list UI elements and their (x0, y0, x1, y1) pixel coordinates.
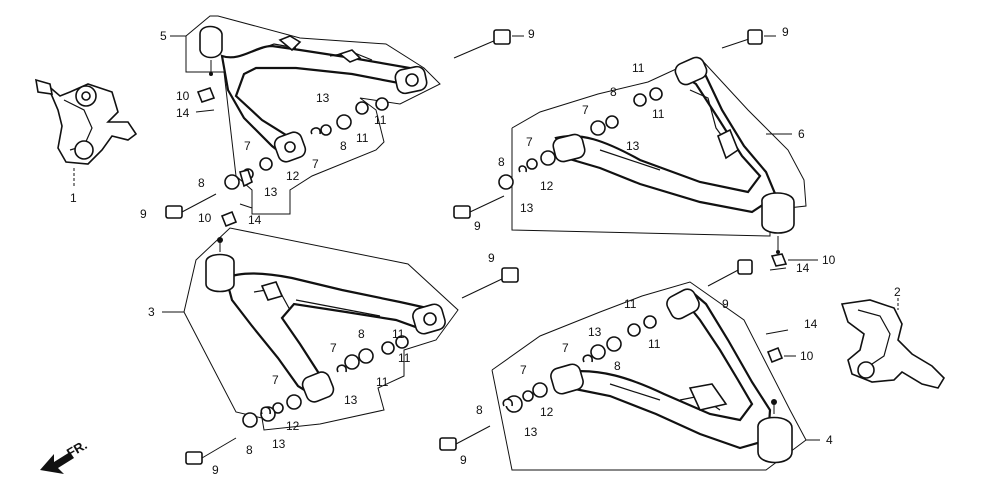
label-11g: 11 (376, 375, 389, 389)
label-10d: 10 (800, 349, 814, 363)
label-11a: 11 (356, 131, 369, 145)
label-9e: 9 (488, 251, 495, 265)
label-9d: 9 (474, 219, 481, 233)
label-7h: 7 (520, 363, 527, 377)
label-7b: 7 (312, 157, 319, 171)
label-7g: 7 (562, 341, 569, 355)
label-11b: 11 (374, 113, 387, 127)
label-9f: 9 (212, 463, 219, 477)
label-12b: 12 (540, 179, 554, 193)
label-part-5: 5 (160, 29, 167, 43)
label-8e: 8 (358, 327, 365, 341)
label-7e: 7 (330, 341, 337, 355)
label-11f: 11 (398, 351, 411, 365)
label-10b: 10 (198, 211, 212, 225)
label-9h: 9 (460, 453, 467, 467)
label-8b: 8 (340, 139, 347, 153)
label-11c: 11 (632, 61, 645, 75)
upper-arm-right (511, 56, 807, 254)
label-10c: 10 (822, 253, 836, 267)
label-13h: 13 (524, 425, 538, 439)
label-11d: 11 (652, 107, 665, 121)
label-8a: 8 (198, 176, 205, 190)
label-7c: 7 (582, 103, 589, 117)
lower-arm-left (183, 227, 459, 431)
label-part-1: 1 (70, 191, 77, 205)
label-13c: 13 (626, 139, 640, 153)
label-9g: 9 (722, 297, 729, 311)
label-9c: 9 (782, 25, 789, 39)
label-part-3: 3 (148, 305, 155, 319)
label-part-4: 4 (826, 433, 833, 447)
label-8f: 8 (246, 443, 253, 457)
label-13b: 13 (316, 91, 330, 105)
label-8d: 8 (498, 155, 505, 169)
label-14a: 14 (176, 106, 190, 120)
label-14b: 14 (248, 213, 262, 227)
label-part-6: 6 (798, 127, 805, 141)
label-9a: 9 (140, 207, 147, 221)
label-12d: 12 (540, 405, 554, 419)
label-12c: 12 (286, 419, 300, 433)
label-8g: 8 (614, 359, 621, 373)
label-11i: 11 (648, 337, 661, 351)
label-13e: 13 (344, 393, 358, 407)
label-11h: 11 (624, 297, 637, 311)
label-13f: 13 (272, 437, 286, 451)
label-11e: 11 (392, 327, 405, 341)
bolt-9b (453, 29, 524, 59)
lower-left-hardware (185, 267, 519, 465)
label-7a: 7 (244, 139, 251, 153)
upper-arm-left (185, 15, 441, 215)
knuckle-right (840, 298, 946, 389)
label-10a: 10 (176, 89, 190, 103)
label-7f: 7 (272, 373, 279, 387)
label-part-2: 2 (894, 285, 901, 299)
lower-arm-right (491, 281, 807, 471)
label-7d: 7 (526, 135, 533, 149)
label-13a: 13 (264, 185, 278, 199)
label-12a: 12 (286, 169, 300, 183)
upper-left-hardware (165, 87, 389, 228)
upper-right-hardware (453, 29, 788, 271)
knuckle-left (35, 78, 138, 188)
label-8h: 8 (476, 403, 483, 417)
label-13d: 13 (520, 201, 534, 215)
label-14d: 14 (804, 317, 818, 331)
lower-right-hardware (439, 259, 789, 451)
front-direction-arrow-icon (40, 452, 74, 474)
label-8c: 8 (610, 85, 617, 99)
label-9b: 9 (528, 27, 535, 41)
label-14c: 14 (796, 261, 810, 275)
label-13g: 13 (588, 325, 602, 339)
